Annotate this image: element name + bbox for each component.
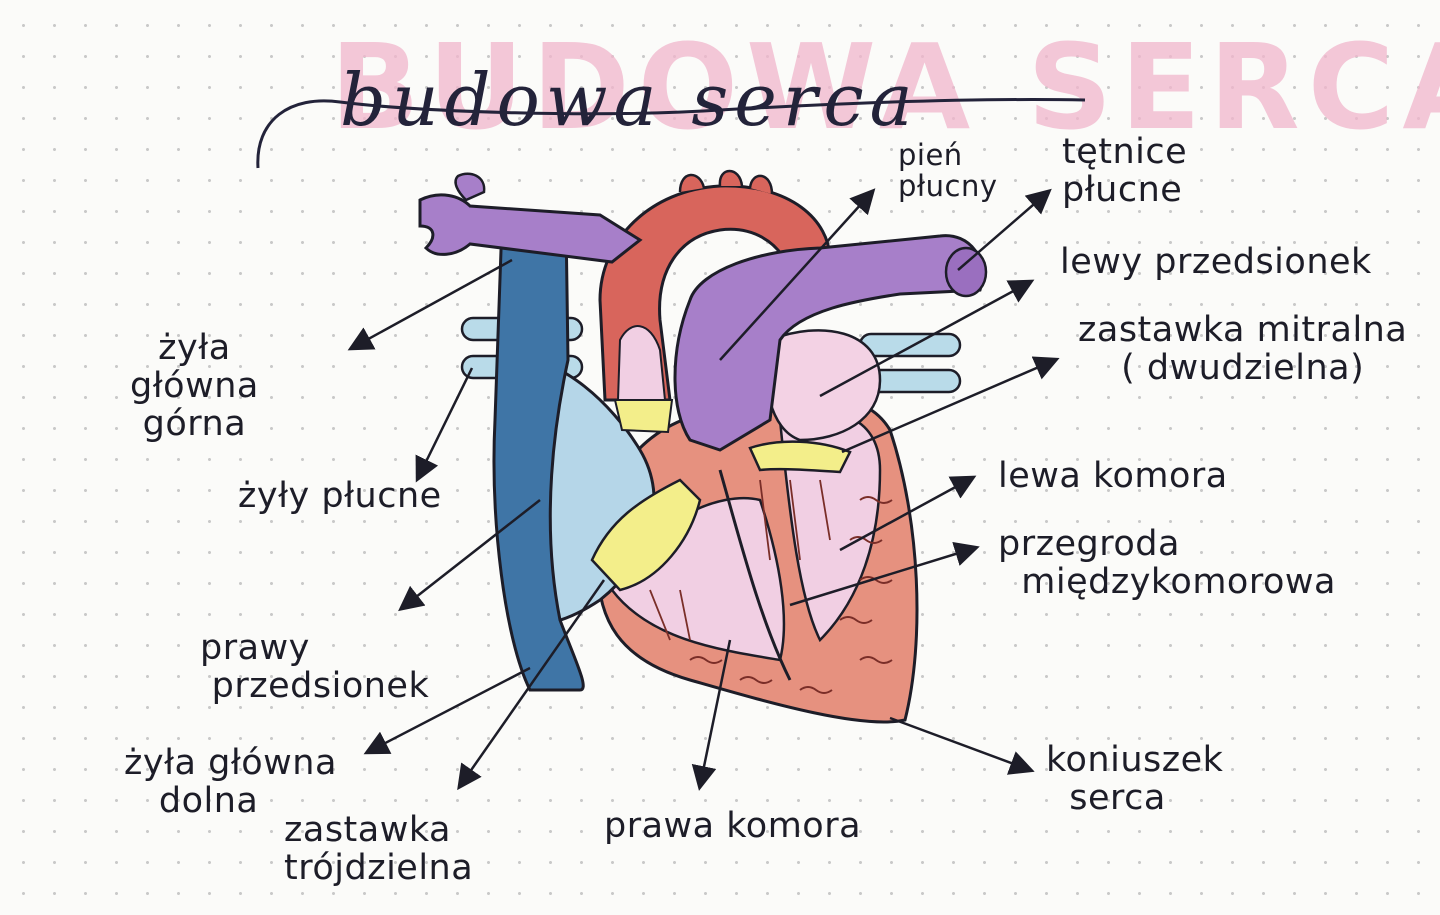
pulmonary-artery-left <box>418 193 643 264</box>
label-przegroda-miedzykomorowa: przegroda międzykomorowa <box>998 524 1336 602</box>
vena-cava <box>492 210 585 692</box>
aorta-inner <box>616 325 667 401</box>
label-zyla-glowna-dolna: żyła główna dolna <box>124 743 337 821</box>
septum <box>718 469 792 681</box>
label-zyla-glowna-gorna: żyła główna górna <box>130 328 259 444</box>
label-zastawka-mitralna: zastawka mitralna ( dwudzielna) <box>1078 310 1408 388</box>
mitral-valve <box>748 440 852 474</box>
label-pien-plucny: pień płucny <box>898 138 998 204</box>
pulmonary-trunk <box>673 234 985 452</box>
label-prawy-przedsionek: prawy przedsionek <box>200 628 430 706</box>
label-tetnice-plucne: tętnice płucne <box>1062 132 1188 210</box>
page-title: budowa serca <box>340 58 919 142</box>
leader-arrows <box>347 188 1060 791</box>
tricuspid-valve <box>590 478 702 592</box>
aortic-branches <box>678 169 774 195</box>
title-swash <box>256 97 1086 169</box>
title-watermark: BUDOWA SERCA <box>330 18 1440 156</box>
muscle-texture <box>689 496 893 694</box>
label-zyly-plucne: żyły płucne <box>238 476 442 516</box>
label-prawa-komora: prawa komora <box>604 806 862 846</box>
label-koniuszek-serca: koniuszek serca <box>1046 740 1224 818</box>
label-zastawka-trojdzielna: zastawka trójdzielna <box>284 810 474 888</box>
aortic-valve <box>613 399 674 434</box>
chordae <box>649 479 831 641</box>
label-lewa-komora: lewa komora <box>998 456 1228 496</box>
label-lewy-przedsionek: lewy przedsionek <box>1060 242 1372 282</box>
pulmonary-veins-right <box>858 332 962 394</box>
